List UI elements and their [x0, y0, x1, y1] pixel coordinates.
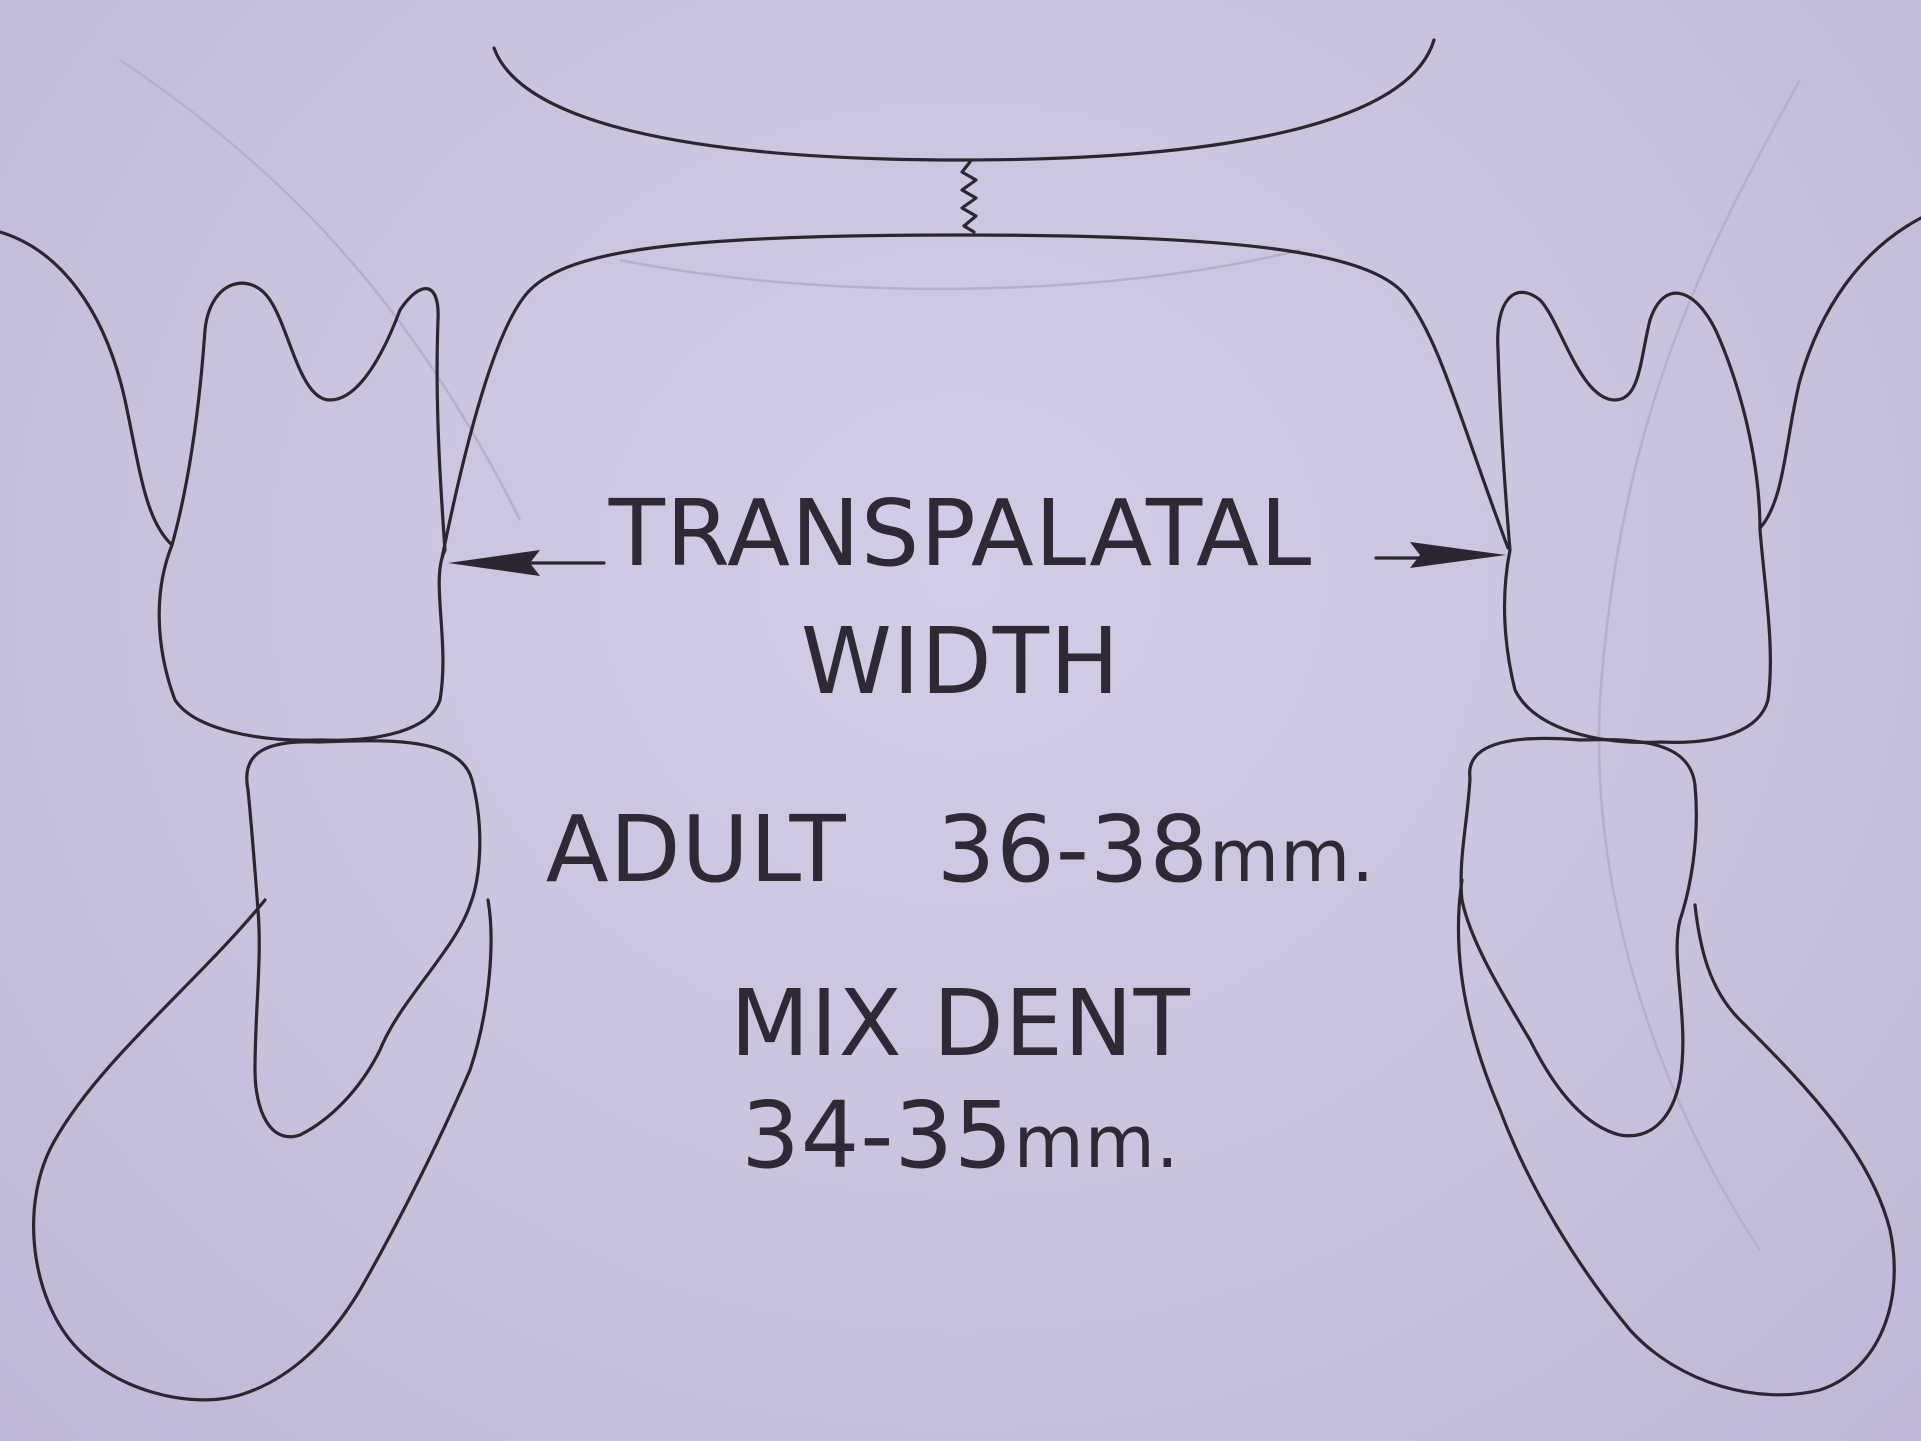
- transpalatal-label: TRANSPALATAL: [0, 488, 1921, 580]
- mixed-dentition-label: MIX DENT: [0, 978, 1921, 1070]
- adult-range: 36-38: [937, 796, 1209, 903]
- mixed-dentition-measurement: 34-35mm.: [0, 1090, 1921, 1182]
- right-cheek-contour: [1760, 218, 1921, 528]
- midpalatal-suture: [962, 162, 976, 232]
- mixed-unit: mm.: [1014, 1100, 1180, 1184]
- palate-upper-curve: [494, 40, 1434, 160]
- adult-label: ADULT: [546, 796, 847, 903]
- background-ghost-line: [620, 250, 1300, 289]
- mixed-range: 34-35: [741, 1082, 1013, 1189]
- adult-unit: mm.: [1209, 814, 1375, 898]
- right-premolar: [1461, 738, 1696, 1135]
- left-premolar: [247, 741, 480, 1137]
- width-label: WIDTH: [0, 616, 1921, 708]
- background-ghost-line: [120, 60, 520, 520]
